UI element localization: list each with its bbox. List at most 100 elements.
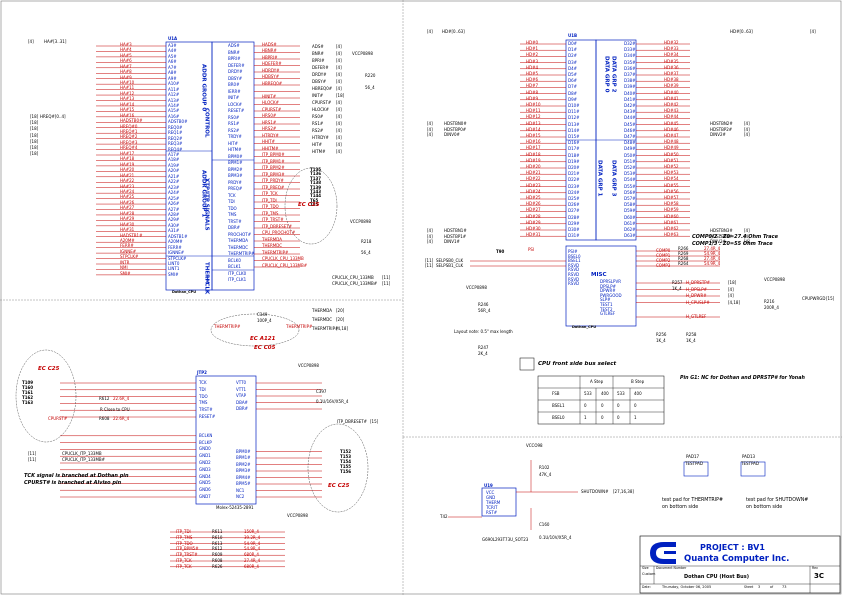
- u1b-bus-in: HD#[0..63]: [442, 29, 465, 34]
- u1a-out-net: DRDY#: [312, 72, 327, 77]
- u1a-right-pin: TDI: [228, 199, 235, 204]
- u1a-left-net: HA#22: [120, 178, 135, 184]
- ec-a121-ellipse: [210, 313, 300, 347]
- u1b-data-pin-right: D32#: [624, 41, 636, 46]
- u1a-out-net: THERMTRIP#: [312, 326, 339, 331]
- itp-connector-symbol: [60, 375, 322, 568]
- u1a-left-pin: LINT1: [168, 266, 180, 272]
- itp-right-pin: BPM0#: [236, 448, 251, 454]
- u1a-right-net: ITP_BPM0#: [262, 152, 285, 158]
- u1b-data-pin-left: D24#: [568, 189, 580, 195]
- u1b-data-pin-left: D12#: [568, 115, 580, 121]
- fsb-select-table: [537, 375, 665, 425]
- u1a-left-net: HADSTB0#: [120, 118, 143, 124]
- u1b-data-pin-left: D1#: [568, 47, 577, 53]
- itp-bottom-net: ITP_TCK: [176, 558, 192, 563]
- u1a-right-net: ITP_TRST#: [262, 217, 284, 223]
- u1b-res: R246: [478, 302, 489, 307]
- u1a-left-pin: REQ2#: [168, 135, 183, 141]
- u1b-data-net-left: HD#7: [526, 83, 538, 89]
- u1b-data-pin-right: D34#: [624, 53, 636, 59]
- fsb-title: CPU front side bus select: [538, 361, 617, 367]
- u1b-group3: DATA GRP 3: [610, 160, 617, 197]
- u1a-right-pin: BNR#: [228, 49, 240, 55]
- u1b-res-val: 56R_4: [478, 308, 491, 313]
- u1a-left-net: HREQ#4: [120, 145, 138, 151]
- testpad-17-box: [683, 461, 709, 477]
- u1b-data-pin-right: D47#: [624, 134, 636, 139]
- u1b-data-net-left: HD#14: [526, 126, 541, 132]
- u1b-vcc2: VCCP0898: [466, 285, 487, 290]
- therm-ref: U19: [484, 483, 493, 488]
- itp-right-pin: VTT0: [236, 380, 247, 385]
- u1b-data-pin-right: D39#: [624, 84, 636, 90]
- fsb-cell: 0: [601, 415, 604, 420]
- u1b-strobe-right: HDSTBN3#: [710, 228, 733, 233]
- u1b-res-val: 2K_4: [478, 351, 488, 356]
- u1a-left-pin: REQ1#: [168, 130, 183, 136]
- u1b-data-net-right: HD#34: [664, 52, 679, 58]
- u1b-misc-pin: BSEL1: [568, 258, 581, 264]
- u1b-misc-page: [4]: [728, 293, 734, 298]
- itp-clk-page: [11]: [28, 457, 37, 462]
- u1b-data-net-left: HD#16: [526, 139, 541, 145]
- u1a-group-xtp: XTP/ITP SIGNALS: [203, 178, 210, 231]
- u1b-data-pin-left: D9#: [568, 96, 577, 102]
- u1b-data-net-left: HD#20: [526, 164, 541, 169]
- u1a-left-pin: ADSTB0#: [168, 119, 188, 125]
- u1b-data-net-left: HD#27: [526, 207, 541, 213]
- u1b-data-pin-right: D44#: [624, 115, 636, 121]
- u1b-data-net-right: HD#56: [664, 188, 679, 194]
- title-block-frame: [639, 535, 841, 594]
- itp-left-pin: TDI: [199, 386, 206, 392]
- u1a-right-net: ITP_PREQ#: [262, 184, 285, 190]
- u1a-right-pin: RS1#: [228, 121, 240, 126]
- itp-tag-right: T154: [340, 459, 352, 464]
- u1a-bus-name: HA#[3..31]: [44, 39, 67, 44]
- u1b-data-net-left: HD#6: [526, 77, 538, 83]
- u1b-data-net-right: HD#44: [664, 114, 679, 120]
- fsb-cell: 0: [601, 403, 604, 408]
- u1b-comp-res: R268: [678, 256, 689, 261]
- thermal-sensor-symbol: [448, 460, 578, 530]
- itp-tag-left: T109: [22, 380, 34, 385]
- u1a-clk-out: CPUCLK_CPU_133MB: [332, 275, 374, 280]
- u1b-strobe-left: HDSTBP1#: [444, 233, 467, 239]
- u1b-strobe-page-r: [4]: [744, 132, 750, 137]
- u1b-misc-pin: PWRGOOD: [600, 292, 622, 298]
- u1a-itp-tag: T65: [310, 197, 319, 203]
- u1a-left-net: HA#7: [120, 63, 132, 69]
- u1b-strobe-right: HDSTBN2#: [710, 121, 733, 126]
- u1a-left-net: HREQ#2: [120, 134, 138, 140]
- u1a-right-pin: ITP_CLK1: [228, 277, 247, 282]
- fsb-cell: 400: [601, 391, 609, 396]
- u1a-out-net: THERMDC: [312, 317, 333, 322]
- u1b-data-pin-right: D46#: [624, 127, 636, 133]
- u1b-psi: PSI: [528, 247, 535, 252]
- u1a-left-pin: A15#: [168, 108, 180, 114]
- u1a-right-pin: INIT#: [228, 95, 240, 100]
- u1b-data-pin-right: D45#: [624, 121, 636, 127]
- ec-u1a-ellipse: [284, 167, 338, 245]
- u1b-data-net-left: HD#10: [526, 102, 541, 107]
- itp-thermtrip-l: THERMTRIP#: [214, 324, 241, 329]
- u1b-data-net-left: HD#11: [526, 108, 541, 114]
- itp-right-pin: VTT1: [236, 386, 247, 392]
- date-label: Date:: [642, 585, 651, 589]
- itp-clk-net: CPUCLK_ITP_133MB#: [62, 457, 105, 462]
- itp-left-pin: GND7: [199, 494, 211, 499]
- u1b-data-pin-right: D56#: [624, 189, 636, 195]
- u1a-left-net: HREQ#1: [120, 129, 138, 134]
- u1a-left-pin: A26#: [168, 201, 180, 207]
- u1a-out-page: [4]: [336, 149, 342, 154]
- u1a-left-net: HA#3: [120, 41, 132, 47]
- itp-left-pin: BCLKN: [199, 432, 213, 438]
- u1b-strobe-page: [4]: [427, 121, 433, 126]
- u1a-left-page: [18]: [30, 114, 39, 119]
- u1b-data-net-right: HD#40: [664, 89, 679, 95]
- docnum-label: Document Number: [656, 566, 687, 570]
- u1a-group-clk: H CLK: [203, 276, 210, 295]
- fsb-cell: 533: [617, 391, 625, 396]
- u1b-data-pin-right: D55#: [624, 183, 636, 189]
